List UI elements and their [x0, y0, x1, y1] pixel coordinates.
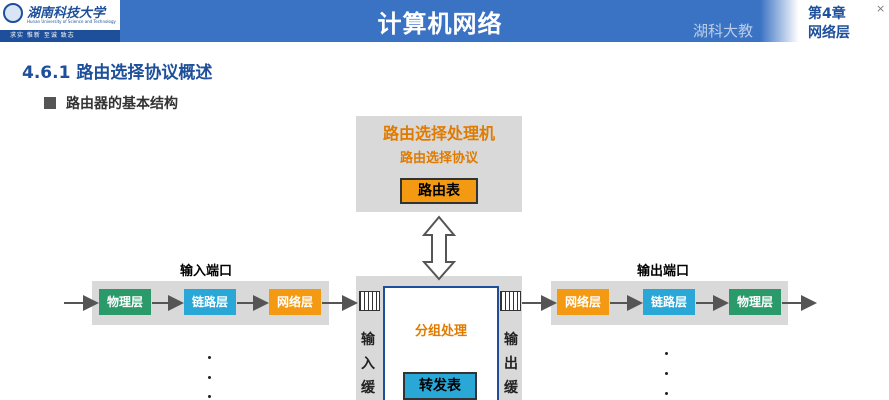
- output-link-layer: 链路层: [643, 289, 695, 315]
- logo-area: 湖南科技大学 Hunan University of Science and T…: [0, 0, 120, 42]
- chapter-box: [760, 0, 889, 42]
- routing-processor-title: 路由选择处理机: [382, 124, 495, 143]
- output-buffer-icon: [500, 291, 521, 311]
- ellipsis-dot: [665, 372, 668, 375]
- chapter-name: 网络层: [808, 25, 850, 41]
- ellipsis-dot: [208, 395, 211, 398]
- ellipsis-dot: [208, 376, 211, 379]
- chapter-number: 第4章: [808, 6, 846, 22]
- input-port-box: 物理层 链路层 网络层: [92, 281, 329, 325]
- routing-processor-box: 路由选择处理机 路由选择协议 路由表: [356, 116, 522, 212]
- input-network-layer: 网络层: [269, 289, 321, 315]
- university-english-name: Hunan University of Science and Technolo…: [27, 19, 116, 24]
- packet-processing-label: 分组处理: [414, 324, 467, 339]
- course-title: 计算机网络: [377, 10, 503, 38]
- bullet-square-icon: [44, 97, 56, 109]
- output-physical-layer: 物理层: [729, 289, 781, 315]
- input-buffer-icon: [359, 291, 380, 311]
- bullet-text: 路由器的基本结构: [66, 96, 178, 112]
- output-network-layer: 网络层: [557, 289, 609, 315]
- double-arrow-processor-fabric: [421, 215, 457, 281]
- input-link-layer: 链路层: [184, 289, 236, 315]
- university-seal-icon: [3, 3, 23, 23]
- routing-protocol-label: 路由选择协议: [399, 151, 478, 166]
- header-bar: 湖南科技大学 Hunan University of Science and T…: [0, 0, 889, 42]
- section-title: 4.6.1 路由选择协议概述: [22, 63, 213, 83]
- ellipsis-dot: [665, 352, 668, 355]
- output-port-box: 网络层 链路层 物理层: [551, 281, 788, 325]
- ellipsis-dot: [208, 356, 211, 359]
- university-motto: 求实 惟新 至诚 致志: [0, 30, 120, 42]
- close-icon[interactable]: ×: [876, 2, 886, 15]
- output-port-label: 输出端口: [637, 264, 690, 279]
- watermark-text: 湖科大教: [693, 22, 754, 40]
- ellipsis-dot: [665, 392, 668, 395]
- routing-table-box: 路由表: [400, 178, 478, 204]
- input-physical-layer: 物理层: [99, 289, 151, 315]
- forwarding-table-box: 转发表: [403, 372, 477, 400]
- output-buffer-label: 输出缓: [504, 332, 518, 396]
- input-buffer-label: 输入缓: [361, 332, 375, 396]
- input-port-label: 输入端口: [180, 264, 233, 279]
- university-name: 湖南科技大学: [27, 6, 106, 21]
- packet-processing-box: 分组处理 转发表: [383, 286, 499, 400]
